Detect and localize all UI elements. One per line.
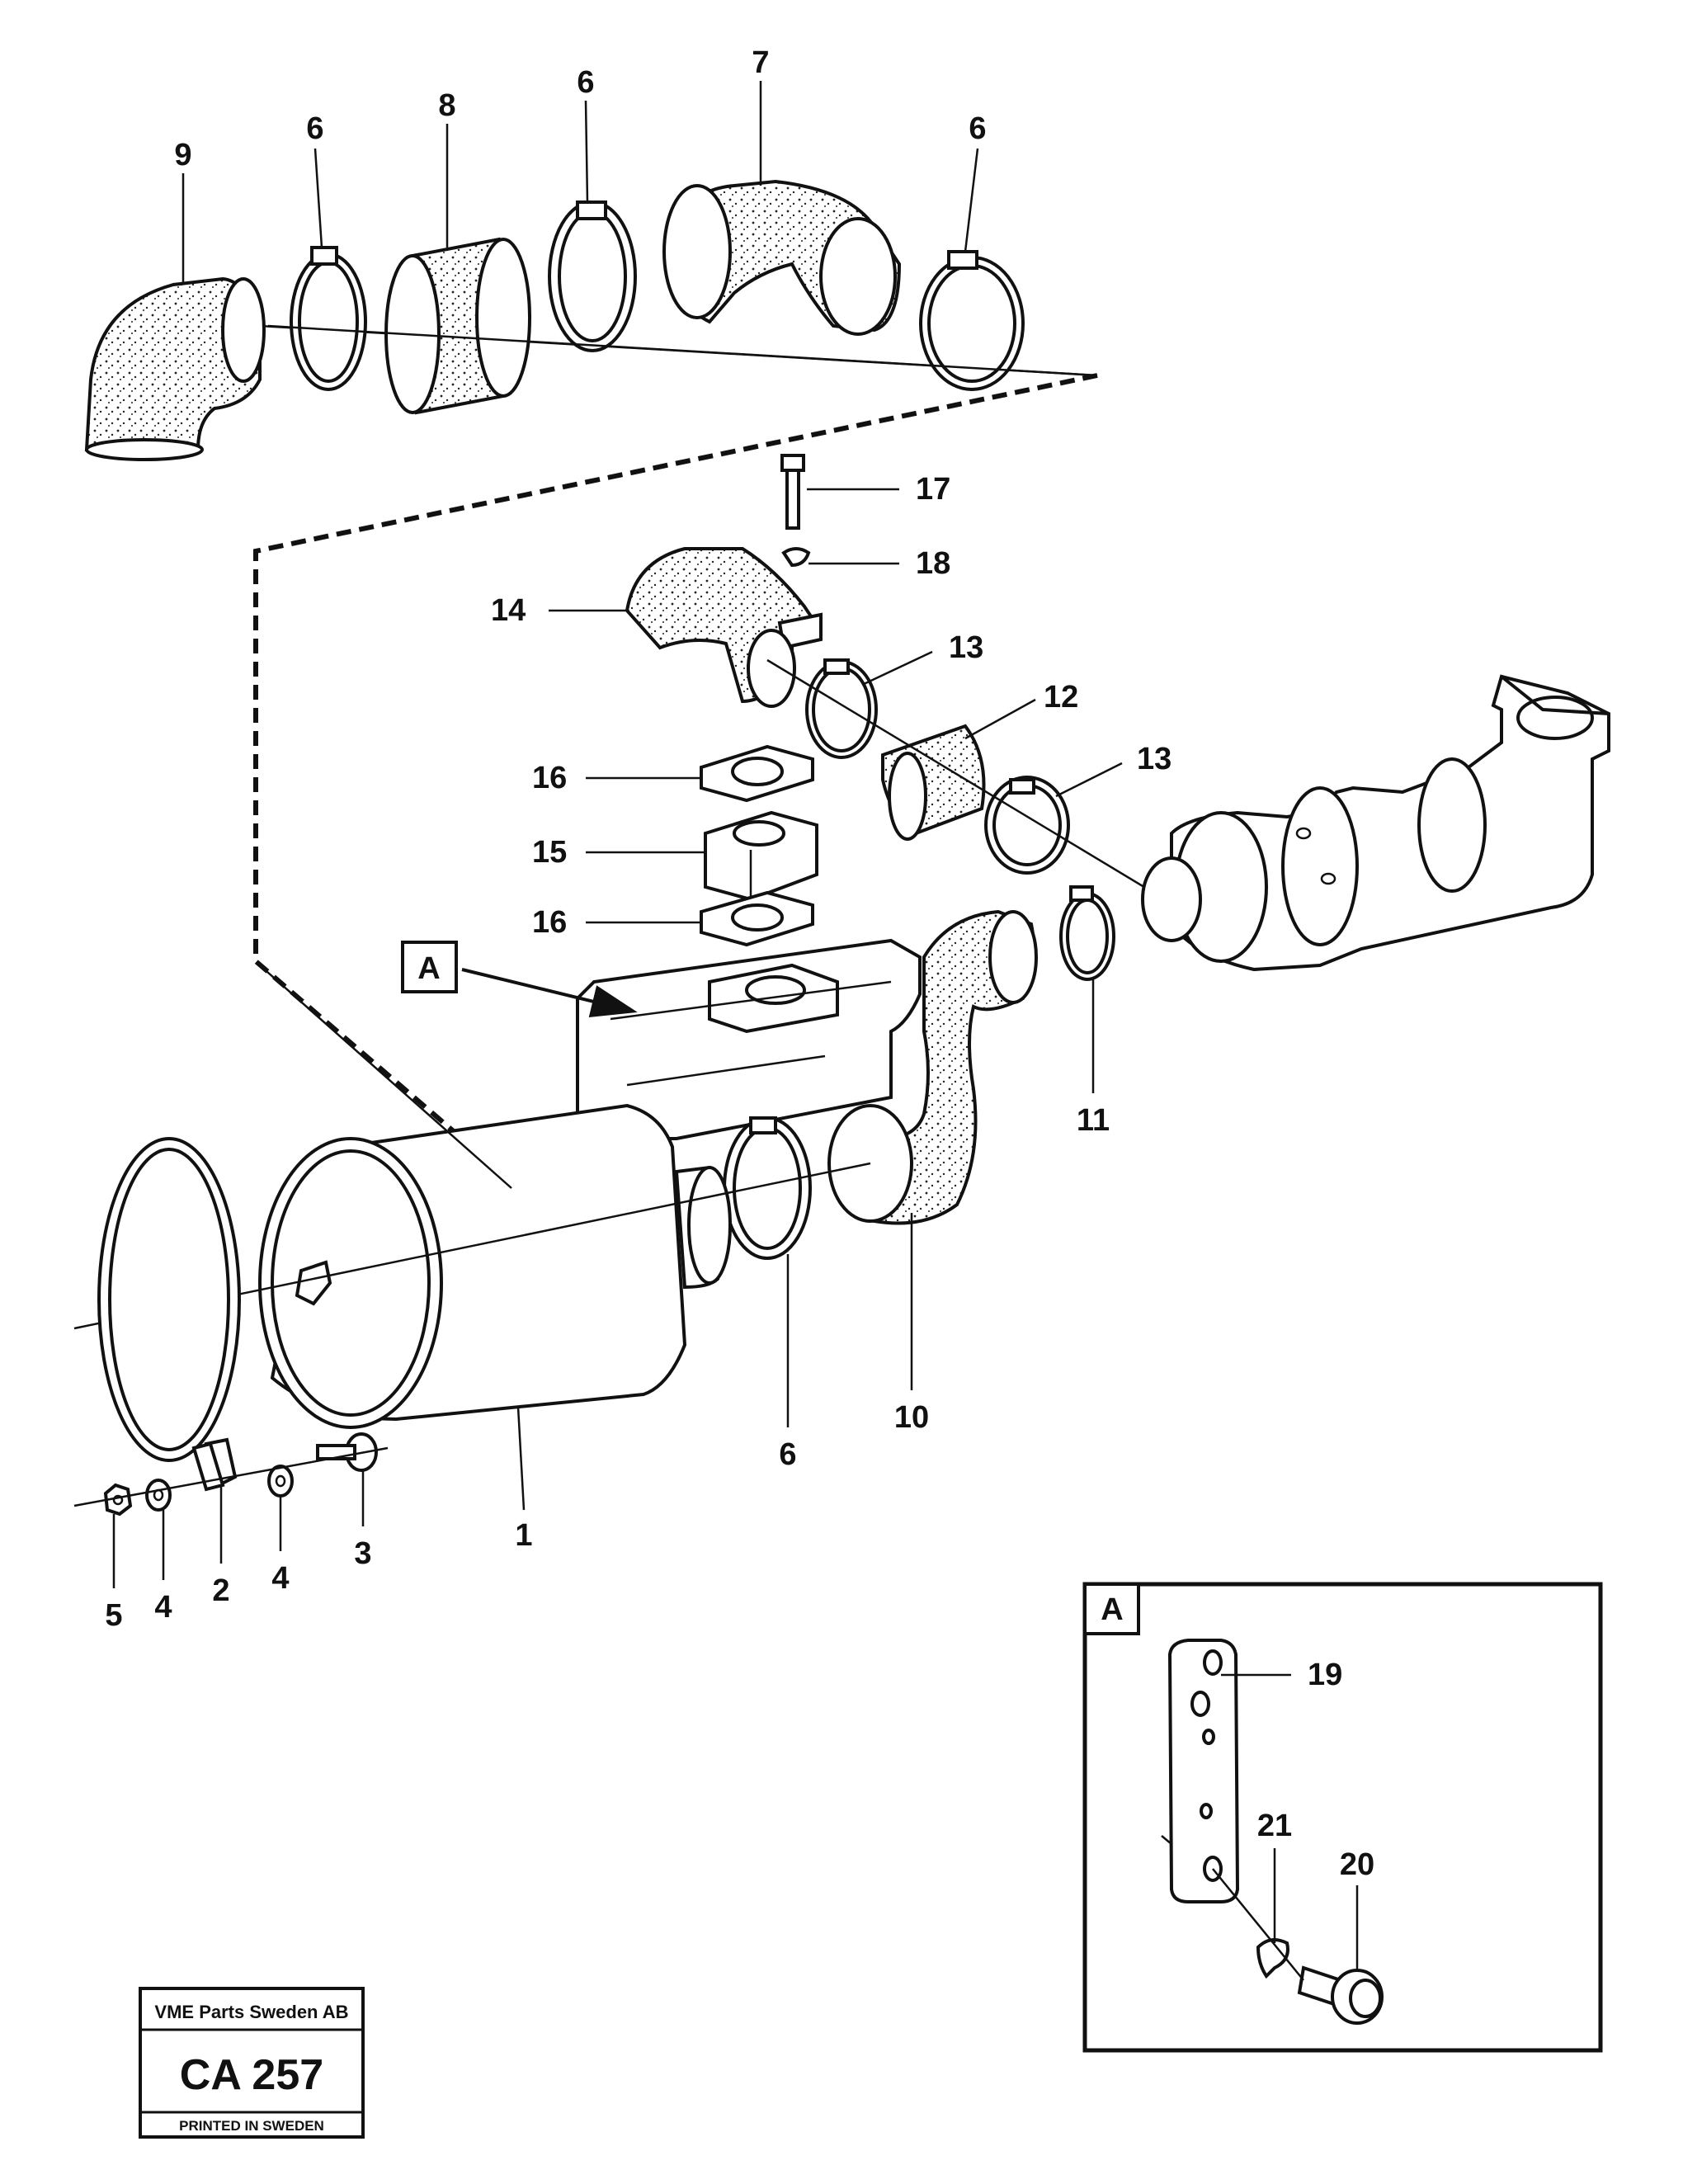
band-clamp-2 [97,1137,241,1492]
nut-5 [103,1483,133,1517]
label-7: 7 [752,45,769,80]
label-6b: 6 [577,65,594,100]
air-intake-housing [576,938,922,1140]
callout-labels: 9 6 8 6 7 6 17 18 14 13 12 13 1 [105,45,1172,1633]
label-16a: 16 [532,761,567,795]
elbow-hose-7 [662,179,902,336]
gasket-16b [700,890,814,947]
label-6d: 6 [779,1437,796,1472]
label-13b: 13 [1137,742,1172,776]
label-16b: 16 [532,905,567,940]
label-13a: 13 [949,630,983,665]
elbow-outlet-14 [625,547,823,708]
label-14: 14 [491,593,526,628]
air-filter-1 [258,1103,732,1429]
turbocharger [1141,674,1610,972]
hose-clamp-11 [1059,885,1115,981]
printed-note: PRINTED IN SWEDEN [179,2118,324,2134]
label-4b: 4 [271,1561,289,1596]
label-2: 2 [212,1573,229,1608]
label-19: 19 [1308,1658,1342,1692]
elbow-hose-9 [84,276,266,461]
spacer-15 [704,810,818,902]
svg-text:A: A [417,951,440,986]
label-15: 15 [532,835,567,870]
label-5: 5 [105,1598,122,1633]
hose-clamp-6d [723,1116,812,1260]
label-21: 21 [1257,1809,1292,1843]
hose-clamp-13a [805,658,878,759]
view-marker-a: A [401,941,638,1018]
label-18: 18 [916,546,950,581]
washer-18 [781,547,811,568]
label-9: 9 [174,138,191,172]
washer-4-left [145,1479,172,1512]
label-6c: 6 [969,111,986,146]
hose-clamp-6a [290,246,367,391]
label-12: 12 [1044,680,1078,715]
label-8: 8 [438,88,455,123]
detail-view-a: A 19 21 20 [1082,1582,1603,2053]
label-6a: 6 [306,111,323,146]
label-17: 17 [916,472,950,507]
label-20: 20 [1340,1847,1374,1882]
label-11: 11 [1077,1103,1110,1138]
gasket-16a [700,744,814,803]
bolt-17 [780,454,805,530]
label-10: 10 [894,1400,929,1435]
title-block: VME Parts Sweden AB CA 257 PRINTED IN SW… [139,1987,365,2139]
dashed-connection-line [253,373,1098,1166]
hose-12 [881,724,986,841]
hose-clamp-13b [984,776,1070,875]
hose-clamp-6c [919,250,1025,391]
bracket-plate-19 [1161,1639,1240,1903]
label-1: 1 [515,1518,532,1553]
hose-8 [384,237,531,415]
bolt-20 [1297,1965,1384,2025]
company-name: VME Parts Sweden AB [154,2002,348,2022]
detail-view-label: A [1101,1592,1123,1627]
washer-4-right [267,1465,294,1498]
drawing-code: CA 257 [180,2051,323,2099]
label-4a: 4 [154,1590,172,1625]
hose-clamp-6b [548,200,637,352]
label-3: 3 [354,1536,371,1571]
